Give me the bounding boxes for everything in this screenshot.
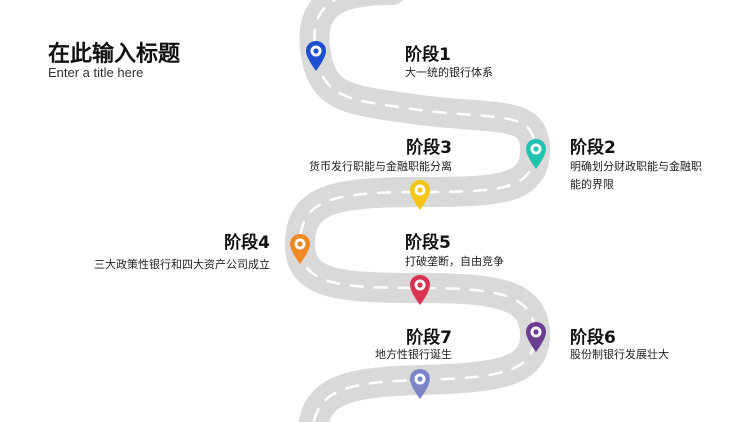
stage-6-heading: 阶段6 [570,328,616,348]
map-pin-icon [410,275,430,305]
map-pin-icon [526,322,546,352]
stage-2-desc: 明确划分财政职能与金融职能的界限 [570,160,702,191]
stage-7-heading: 阶段7 [406,328,452,348]
stage-1-desc: 大一统的银行体系 [405,66,493,79]
stage-1-heading: 阶段1 [405,45,451,65]
map-pin-icon [410,369,430,399]
stage-4-heading: 阶段4 [224,233,270,253]
map-pin-icon [410,180,430,210]
stage-5-desc: 打破垄断，自由竞争 [405,255,504,268]
stage-3-desc: 货币发行职能与金融职能分离 [309,160,452,173]
map-pin-icon [306,41,326,71]
stage-6-desc: 股份制银行发展壮大 [570,348,669,361]
road-center-line [298,0,537,422]
page-title: 在此输入标题 [48,42,181,67]
map-pin-icon [290,234,310,264]
page-subtitle: Enter a title here [48,65,144,80]
stage-7-desc: 地方性银行诞生 [375,348,452,361]
stage-4-desc: 三大政策性银行和四大资产公司成立 [94,258,270,271]
stage-3-heading: 阶段3 [406,138,452,158]
stage-5-heading: 阶段5 [405,233,451,253]
stage-2-heading: 阶段2 [570,138,616,158]
map-pin-icon [526,139,546,169]
